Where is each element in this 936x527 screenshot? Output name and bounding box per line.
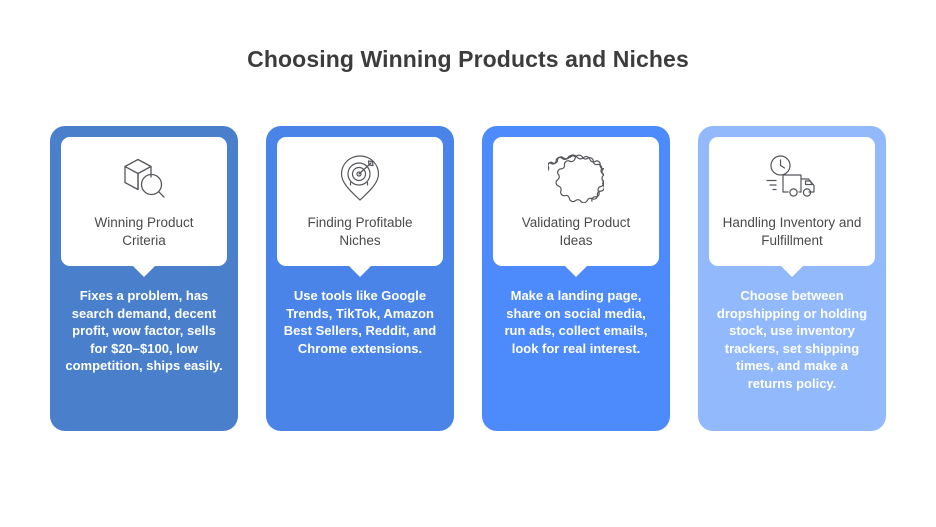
- card-row: Winning Product Criteria Fixes a problem…: [50, 126, 886, 431]
- card-title: Winning Product Criteria: [94, 215, 194, 248]
- card-body-text: Fixes a problem, has search demand, dece…: [65, 288, 223, 373]
- page-title: Choosing Winning Products and Niches: [247, 46, 689, 72]
- card-body-text: Use tools like Google Trends, TikTok, Am…: [283, 288, 437, 356]
- card-body-text: Make a landing page, share on social med…: [504, 288, 648, 356]
- card-title: Finding Profitable Niches: [307, 215, 413, 248]
- card-header-bubble: Winning Product Criteria: [61, 137, 227, 277]
- card-winning-product-criteria[interactable]: Winning Product Criteria Fixes a problem…: [50, 126, 238, 431]
- card-body-text: Choose between dropshipping or holding s…: [716, 288, 868, 391]
- card-validating-product-ideas[interactable]: Validating Product Ideas Make a landing …: [482, 126, 670, 431]
- card-title: Handling Inventory and Fulfillment: [722, 215, 862, 248]
- verified-badge-check-icon: [545, 151, 607, 205]
- card-header-bubble: Validating Product Ideas: [493, 137, 659, 277]
- card-title: Validating Product Ideas: [521, 215, 631, 248]
- card-header-bubble: Finding Profitable Niches: [277, 137, 443, 277]
- card-finding-profitable-niches[interactable]: Finding Profitable Niches Use tools like…: [266, 126, 454, 431]
- target-pin-icon: [329, 151, 391, 205]
- card-handling-inventory-and-fulfillment[interactable]: Handling Inventory and Fulfillment Choos…: [698, 126, 886, 431]
- delivery-truck-clock-icon: [761, 151, 823, 205]
- card-header-bubble: Handling Inventory and Fulfillment: [709, 137, 875, 277]
- box-magnifier-icon: [113, 151, 175, 205]
